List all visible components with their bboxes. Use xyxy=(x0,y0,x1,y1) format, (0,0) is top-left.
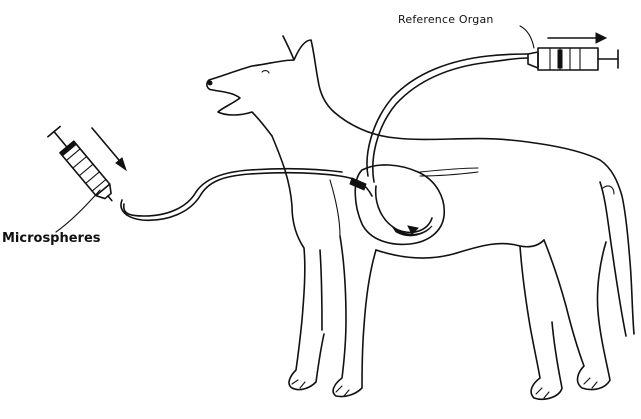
catheter-connector xyxy=(350,178,366,190)
dog-hind-leg-far xyxy=(520,246,562,399)
reference-catheter xyxy=(373,58,528,182)
dog-front-leg-far xyxy=(320,250,322,330)
reference-catheter-inner xyxy=(367,54,528,176)
dog-belly xyxy=(376,240,544,258)
microspheres-label: Microspheres xyxy=(2,232,101,245)
heart-inner xyxy=(376,186,432,232)
dog-shoulder xyxy=(330,180,340,236)
microsphere-leader-line xyxy=(56,190,100,232)
right-syringe-plunger-seal xyxy=(558,50,562,68)
right-syringe xyxy=(528,48,618,70)
reference-leader-line xyxy=(520,26,534,48)
left-syringe-plunger-seal xyxy=(61,142,76,155)
dog-tail-inner xyxy=(600,182,626,336)
reference-organ-label: Reference Organ xyxy=(398,14,494,25)
dog-outline xyxy=(207,36,634,399)
dog-tail-tip xyxy=(603,186,614,194)
heart xyxy=(355,165,444,244)
dog-eye xyxy=(262,71,269,73)
right-pull-arrow xyxy=(548,33,606,43)
left-syringe xyxy=(47,126,119,207)
left-syringe-plunger-handle xyxy=(48,127,60,137)
left-syringe-plunger xyxy=(54,132,67,147)
dog-hind-leg-near xyxy=(544,240,610,390)
dog-head xyxy=(207,36,334,136)
right-syringe-barrel xyxy=(538,48,598,70)
left-push-arrow xyxy=(92,128,126,170)
dog-front-leg-near xyxy=(333,236,376,397)
dog-nose xyxy=(208,81,212,85)
dog-back xyxy=(334,112,634,334)
right-syringe-nozzle xyxy=(528,52,538,68)
aorta-lines xyxy=(420,168,478,176)
